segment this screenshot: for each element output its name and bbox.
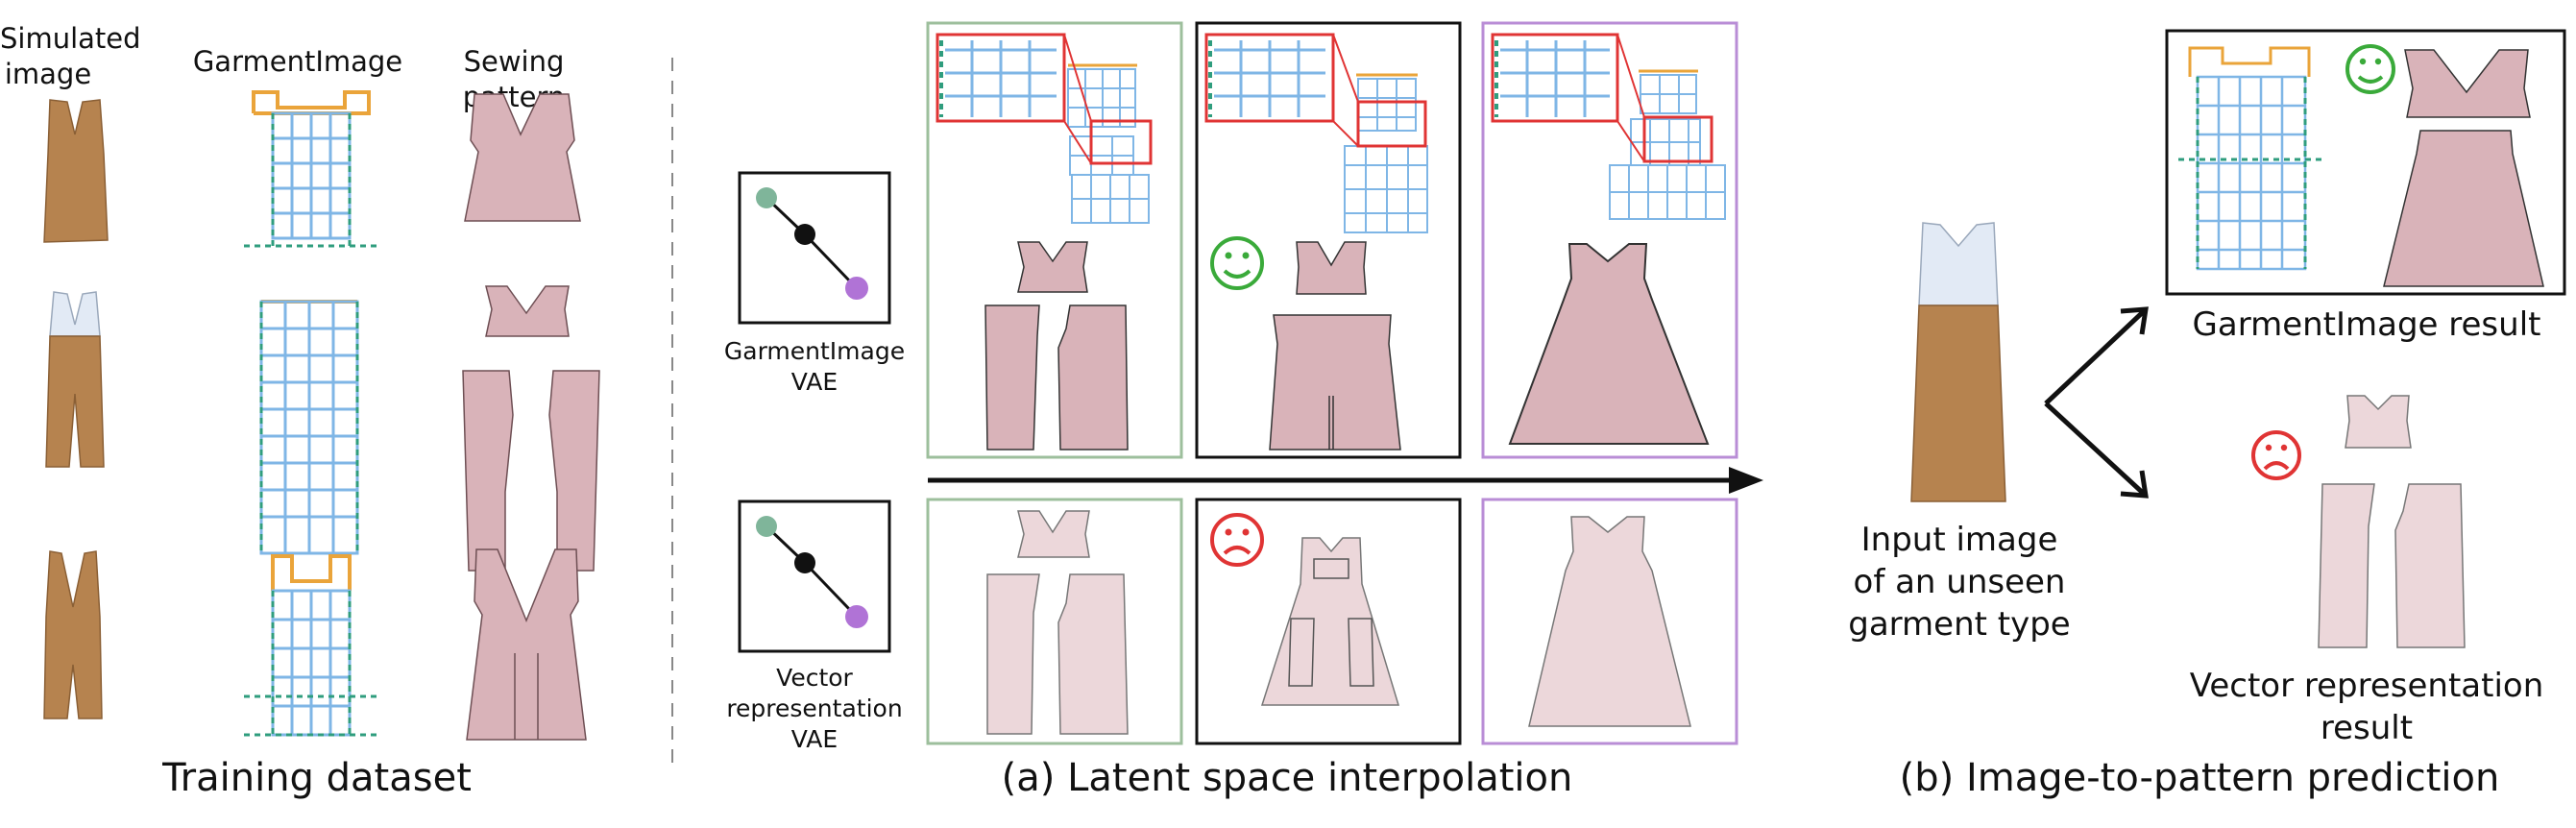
header-garment-image: GarmentImage xyxy=(192,45,403,78)
label-garment-image-result: GarmentImage result xyxy=(2192,305,2541,344)
sewing-pattern-2-top xyxy=(485,285,570,337)
simulated-dress-1 xyxy=(43,99,109,243)
simulated-dress-3 xyxy=(43,550,103,719)
label-garment-image-vae: GarmentImage VAE xyxy=(723,337,906,396)
label-input-image: Input image of an unseen garment type xyxy=(1848,521,2071,644)
interpolation-arrow xyxy=(928,467,1763,494)
simulated-jumpsuit xyxy=(45,291,105,468)
frame-bottom-middle xyxy=(1195,498,1462,745)
input-garment-image xyxy=(1910,222,2006,502)
label-vector-vae: Vector representation VAE xyxy=(726,664,903,753)
frame-top-middle xyxy=(1195,21,1462,459)
branch-arrows xyxy=(2044,306,2149,499)
frame-top-end xyxy=(1481,21,1738,459)
frame-bottom-end xyxy=(1481,498,1738,745)
header-simulated-image: Simulated image xyxy=(0,22,141,90)
frame-bottom-start xyxy=(926,498,1183,745)
caption-image-to-pattern: (b) Image-to-pattern prediction xyxy=(1899,756,2500,800)
label-vector-result: Vector representation result xyxy=(2189,667,2544,747)
caption-latent-interpolation: (a) Latent space interpolation xyxy=(1001,756,1573,800)
garment-image-grid-2 xyxy=(259,300,359,555)
garment-image-result-frame xyxy=(2165,29,2566,296)
dashed-divider xyxy=(671,58,673,768)
garment-image-grid-1 xyxy=(244,90,378,248)
garment-image-grid-3 xyxy=(244,554,378,737)
sewing-pattern-2-trousers xyxy=(462,370,600,572)
vector-result xyxy=(2251,395,2466,648)
interpolation-icon-bottom xyxy=(738,499,891,653)
sewing-pattern-3 xyxy=(466,548,587,741)
caption-training-dataset: Training dataset xyxy=(162,756,472,800)
frame-top-start xyxy=(926,21,1183,459)
sewing-pattern-1 xyxy=(464,93,581,222)
interpolation-icon-top xyxy=(738,171,891,325)
